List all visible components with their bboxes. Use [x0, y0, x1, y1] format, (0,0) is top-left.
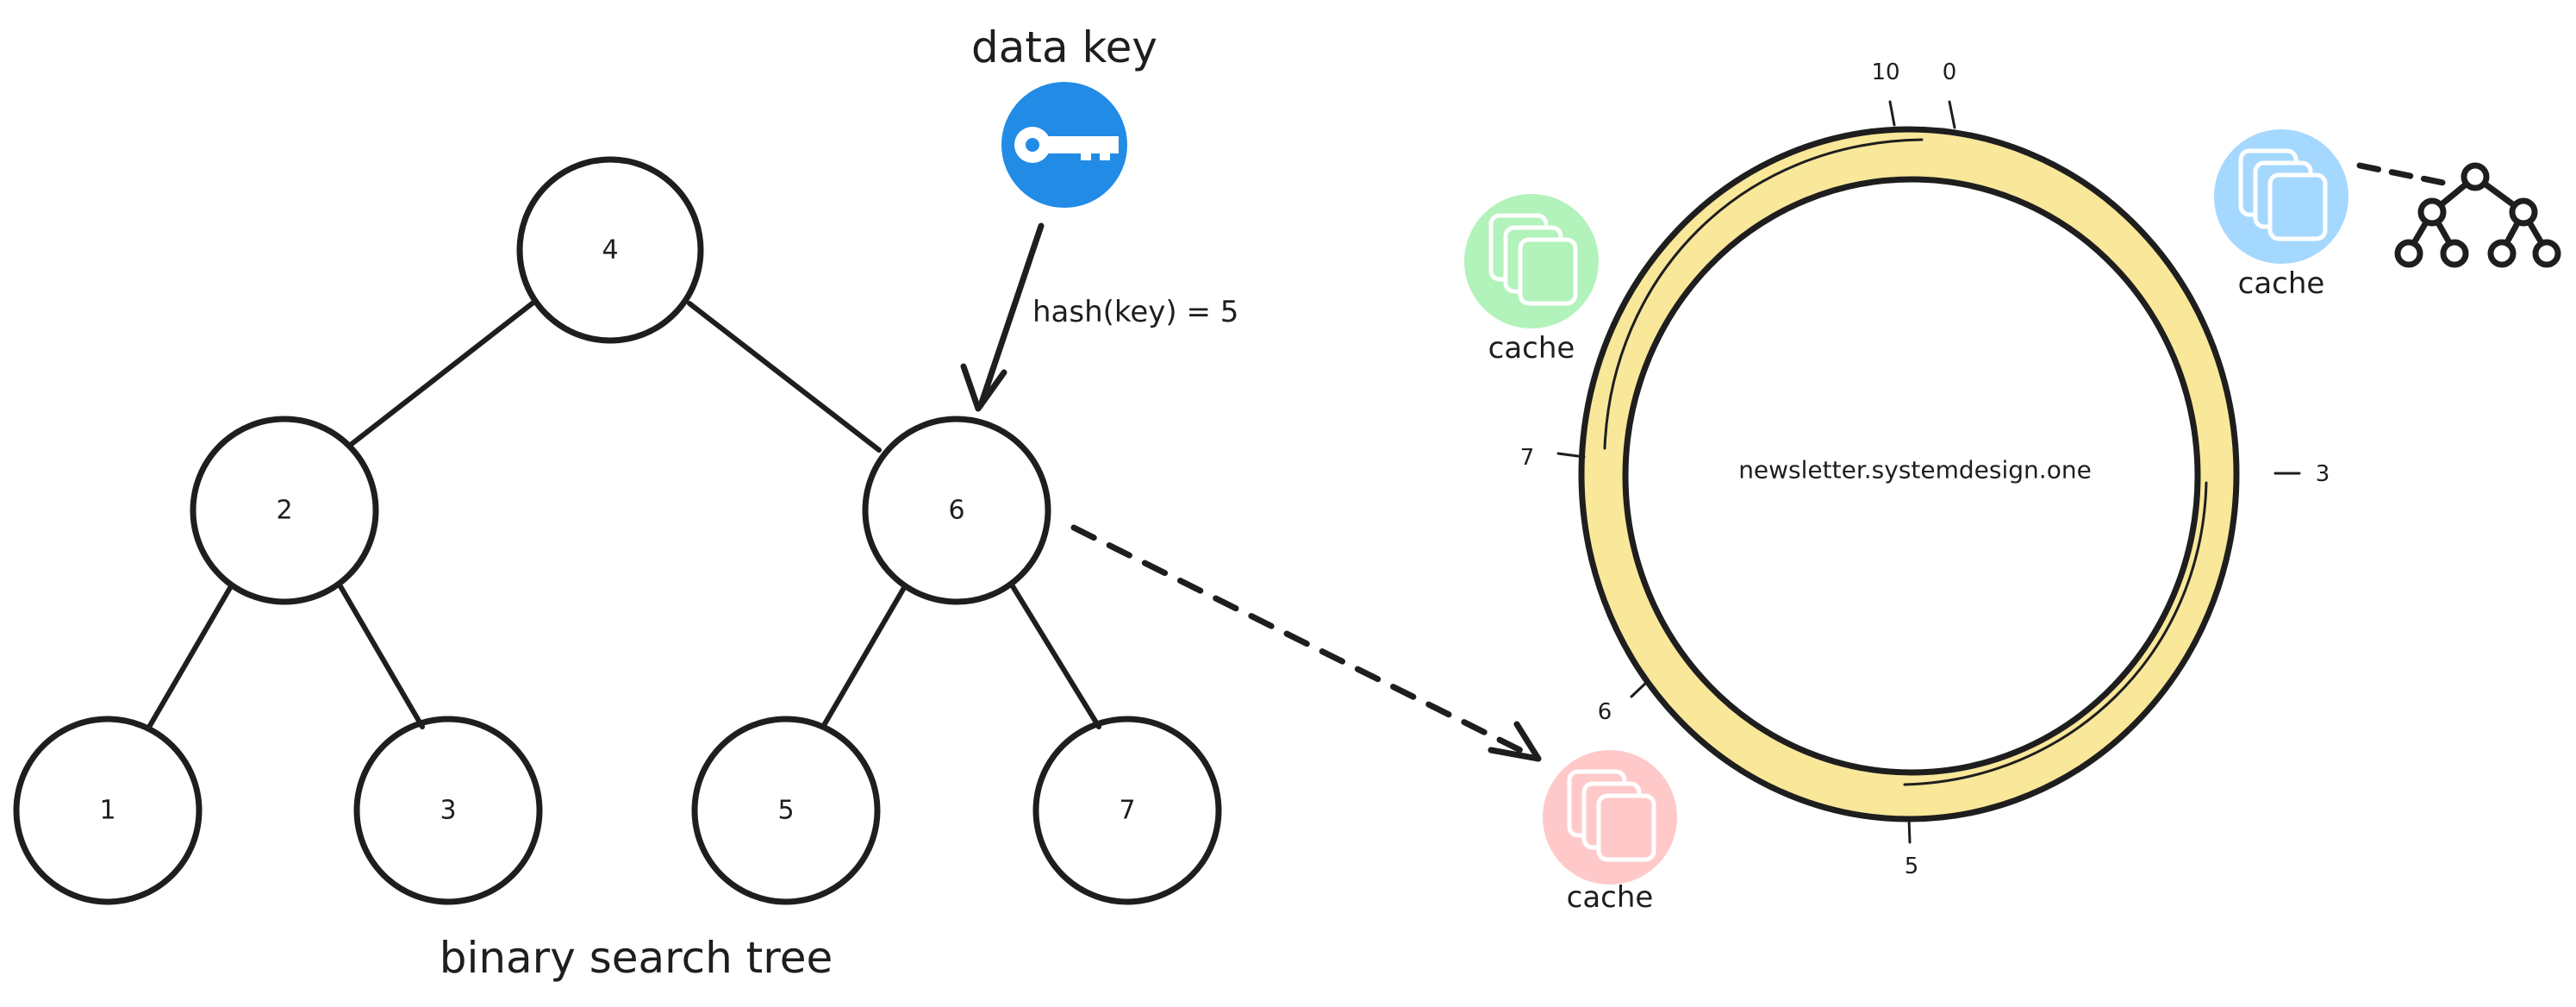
tree-icon: [2394, 162, 2561, 268]
tree-node: 5: [691, 716, 881, 905]
cache-node-pink: cache: [1543, 750, 1677, 915]
tree-node: 1: [13, 716, 203, 905]
cache-node-green: cache: [1464, 194, 1599, 366]
hash-arrow: [977, 222, 1045, 409]
tree-edge: [687, 301, 882, 453]
ring-tick-label: 7: [1520, 445, 1535, 471]
cache-tree-link: [2356, 162, 2451, 187]
hash-ring: newsletter.systemdesign.one 10 0 3 5 6 7: [1520, 59, 2330, 879]
tree-node: 7: [1032, 716, 1222, 905]
ring-tick-label: 0: [1943, 59, 1957, 85]
tree-node-label: 4: [602, 235, 618, 266]
ring-tick: 3: [2273, 461, 2330, 487]
tree-node-highlighted: 6: [862, 416, 1051, 605]
tree-node-label: 3: [440, 796, 456, 826]
tree-edge: [820, 584, 908, 729]
cache-icon: [1488, 213, 1578, 306]
tree-edge: [338, 584, 425, 729]
tree-node-label: 6: [948, 496, 964, 526]
cache-icon: [1567, 769, 1656, 862]
ring-tick-label: 6: [1598, 699, 1612, 725]
tree-title: binary search tree: [440, 933, 833, 983]
key-icon: [1001, 82, 1127, 208]
tree-node-label: 2: [276, 496, 292, 526]
tree-node-label: 5: [777, 796, 794, 826]
ring-tick-label: 3: [2316, 461, 2330, 487]
ring-tick: 5: [1905, 817, 1919, 879]
tree-node: 3: [353, 716, 543, 905]
tree-edge: [1010, 584, 1101, 729]
hash-arrow-head: [960, 363, 1007, 412]
ring-center-text: newsletter.systemdesign.one: [1738, 456, 2092, 485]
tree-node: 2: [190, 416, 379, 605]
ring-tick-label: 10: [1871, 59, 1899, 85]
cache-node-blue: cache: [2214, 129, 2348, 301]
tree-edge: [349, 299, 537, 447]
tree-edge: [146, 584, 234, 731]
cache-label: cache: [1488, 331, 1575, 366]
cache-icon: [2238, 148, 2328, 241]
ring-tick: 7: [1520, 445, 1586, 471]
binary-search-tree: 4 2 6 1 3 5 7 binary search tree: [13, 156, 1222, 983]
ring-tick: 6: [1598, 679, 1650, 725]
cache-label: cache: [1567, 880, 1654, 915]
data-key-title: data key: [971, 22, 1157, 72]
hash-label: hash(key) = 5: [1032, 295, 1238, 329]
ring-tick: 0: [1943, 59, 1957, 129]
tree-node-label: 1: [99, 796, 115, 826]
tree-node: 4: [516, 156, 704, 344]
tree-node-label: 7: [1119, 796, 1135, 826]
mapping-arrow: [1070, 524, 1542, 762]
ring-tick-label: 5: [1905, 854, 1919, 879]
cache-label: cache: [2238, 266, 2325, 301]
data-key-group: data key hash(key) = 5: [960, 22, 1238, 412]
ring-tick: 10: [1871, 59, 1900, 127]
